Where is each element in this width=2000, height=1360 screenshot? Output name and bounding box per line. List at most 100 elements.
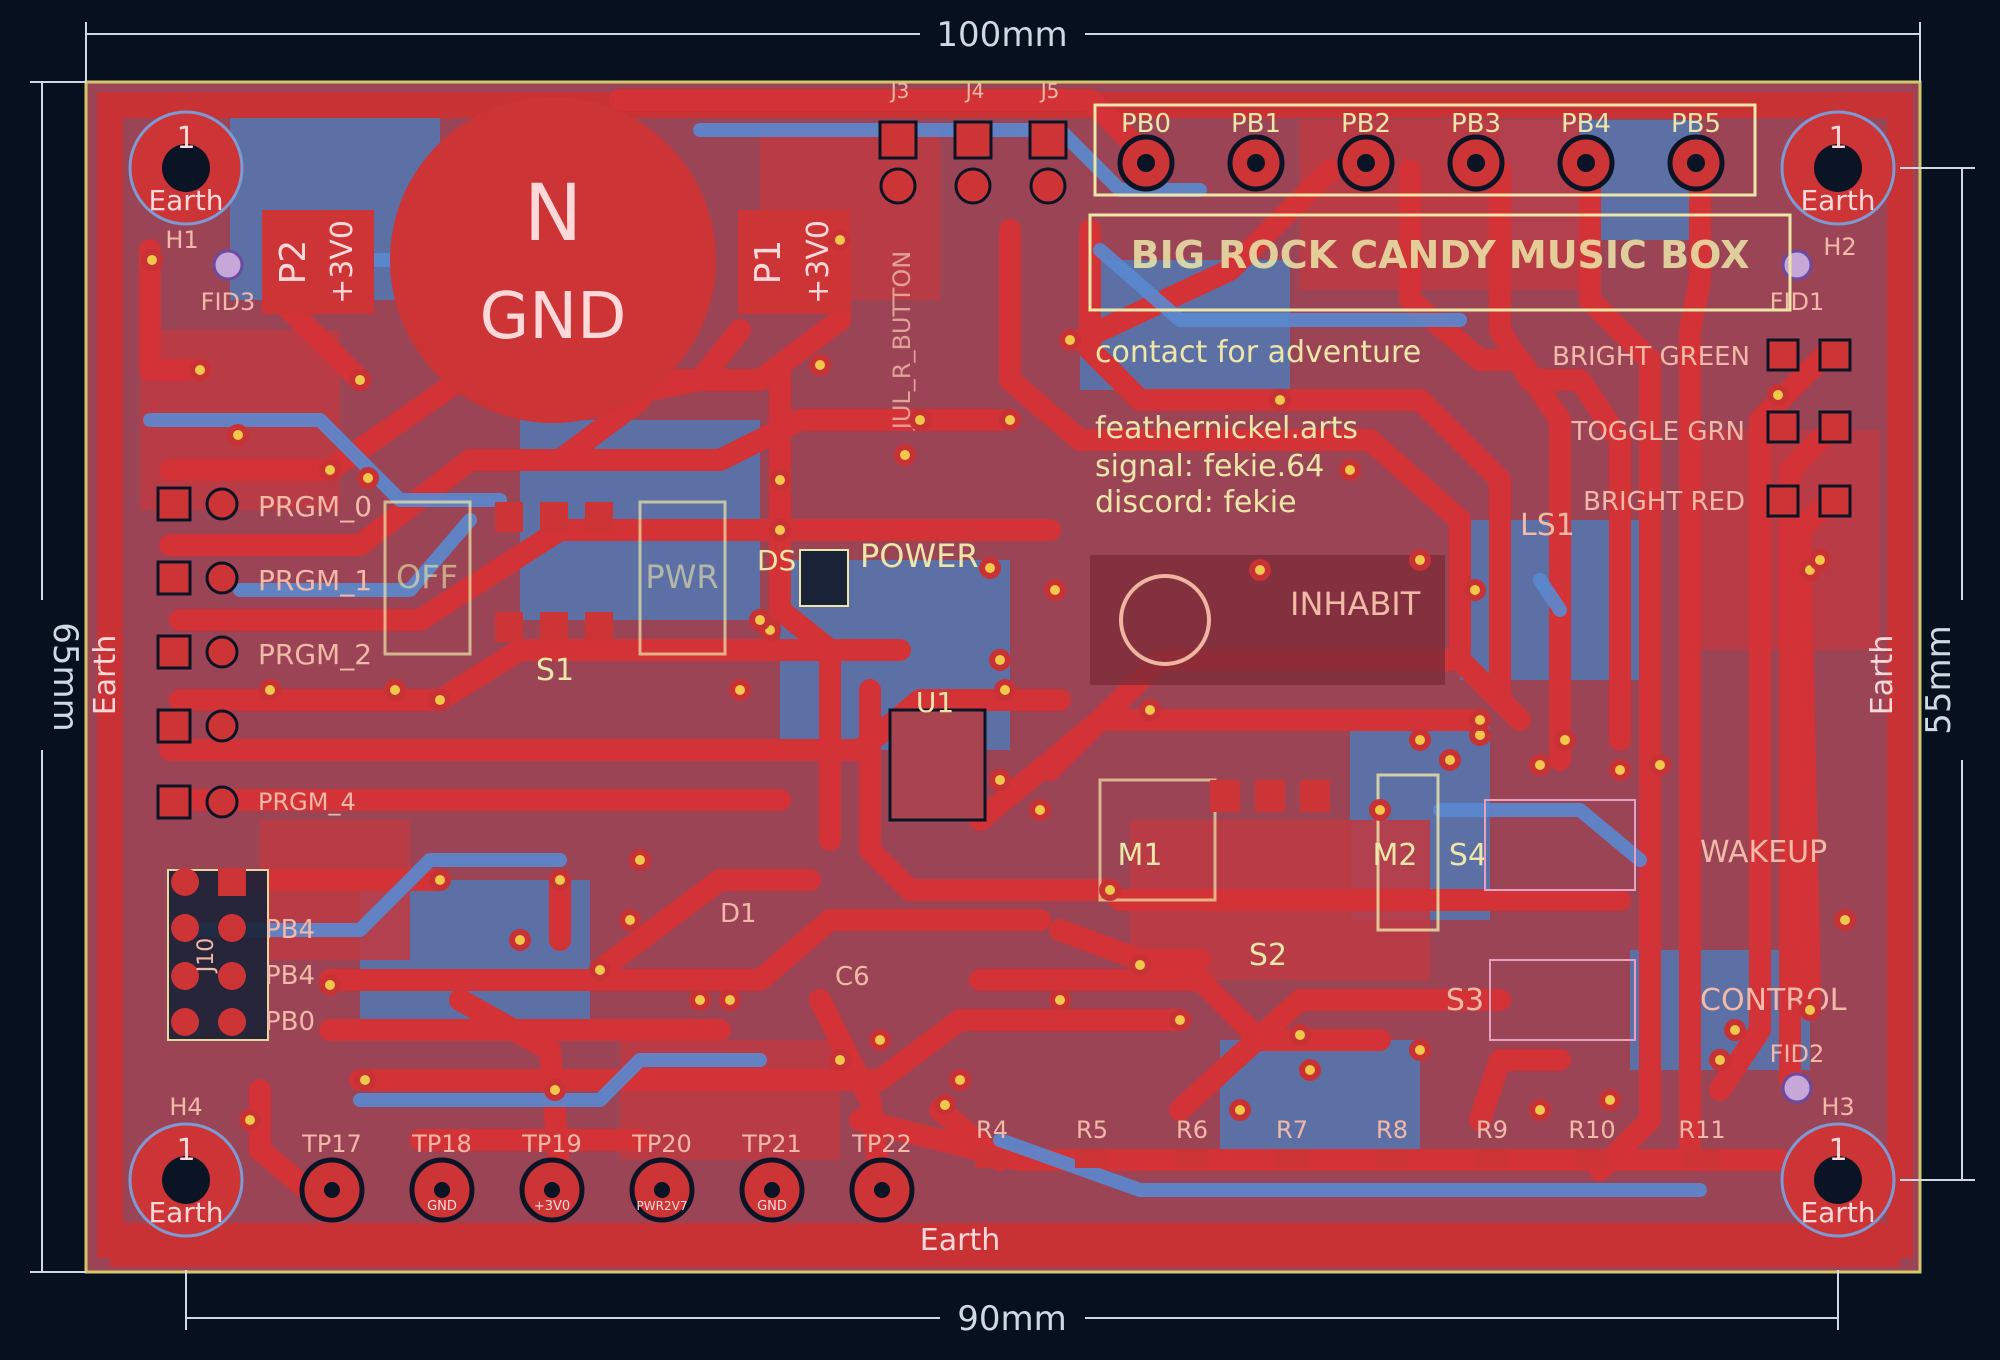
m2-label: M2 (1373, 838, 1418, 873)
p2-net-label: +3V0 (325, 220, 360, 304)
pb-pad: PB0 (1117, 109, 1175, 192)
resistor-row: R4 R5 R6 R7 R8 R9 R10 R11 (975, 1116, 1726, 1168)
prgm1-label: PRGM_1 (258, 564, 372, 597)
prgm-header: PRGM_0 PRGM_1 PRGM_2 PRGM_4 (156, 486, 372, 820)
dimension-bottom-label: 90mm (957, 1299, 1067, 1339)
fid2-label: FID2 (1770, 1040, 1825, 1068)
dimension-right-label: 55mm (1919, 625, 1959, 735)
tp18-net: GND (427, 1199, 457, 1214)
board-title: BIG ROCK CANDY MUSIC BOX (1131, 233, 1750, 277)
test-point: TP20 PWR2V7 (629, 1130, 695, 1223)
gnd-pad-net-label: N (524, 169, 582, 259)
s3-label: S3 (1446, 983, 1484, 1018)
tp20-label: TP20 (631, 1130, 692, 1158)
s2-label: S2 (1249, 938, 1287, 973)
h2-net-label: Earth (1800, 184, 1875, 217)
ds-label: DS (757, 544, 796, 577)
pb3-label: PB3 (1451, 109, 1501, 139)
h4-ref-label: H4 (169, 1093, 202, 1121)
toggle-grn-label: TOGGLE GRN (1571, 417, 1745, 447)
j3-label: J3 (889, 79, 910, 103)
dimension-left-label: 65mm (45, 622, 85, 732)
p2-ref-label: P2 (273, 240, 314, 285)
d1-label: D1 (720, 899, 757, 929)
test-point: TP19 +3V0 (519, 1130, 585, 1223)
wakeup-label: WAKEUP (1700, 835, 1827, 870)
ls1-label: LS1 (1520, 508, 1575, 543)
right-side-labels: BRIGHT GREEN TOGGLE GRN BRIGHT RED LS1 W… (1520, 338, 1852, 1018)
pb5-label: PB5 (1671, 109, 1721, 139)
contact-line-3: signal: fekie.64 (1095, 449, 1324, 484)
vias (141, 229, 1856, 1131)
mount-hole-h2: 1 Earth H2 (1780, 110, 1896, 261)
r11-label: R11 (1678, 1116, 1725, 1144)
pb4-label: PB4 (1561, 109, 1611, 139)
h4-net-label: Earth (148, 1196, 223, 1229)
mount-hole-h3: 1 Earth H3 (1780, 1093, 1896, 1238)
u1-chip: U1 (888, 686, 987, 822)
test-point: TP21 GND (739, 1130, 805, 1223)
c6-label: C6 (835, 962, 870, 992)
r4-label: R4 (976, 1116, 1008, 1144)
test-points: TP17 TP18 GND TP19 +3V0 TP20 PWR2V7 TP21… (299, 1130, 915, 1223)
h2-ref-label: H2 (1823, 233, 1856, 261)
m1-label: M1 (1118, 838, 1163, 873)
pb-header: PB0 PB1 PB2 PB3 PB4 PB5 (1093, 103, 1757, 197)
inhabit-label: INHABIT (1290, 585, 1421, 623)
test-point: TP17 (299, 1130, 365, 1223)
p1-net-label: +3V0 (801, 220, 836, 304)
pb-pad: PB1 (1227, 109, 1285, 192)
front-copper-traces (139, 89, 1841, 1211)
power-switch: OFF PWR S1 (383, 500, 727, 688)
mode-buttons: M1 S2 M2 S4 S3 (1098, 773, 1636, 1041)
pb1-label: PB1 (1231, 109, 1281, 139)
title-frame (1088, 213, 1792, 312)
tp17-label: TP17 (301, 1130, 362, 1158)
earth-left-label: Earth (88, 635, 123, 715)
r5-label: R5 (1076, 1116, 1108, 1144)
h3-pad-number: 1 (1828, 1133, 1847, 1168)
battery-gnd-pad: N GND (390, 97, 716, 423)
power-led: DS POWER (757, 537, 979, 607)
bright-red-label: BRIGHT RED (1583, 487, 1745, 517)
fid3-label: FID3 (201, 288, 256, 316)
h2-pad-number: 1 (1828, 121, 1847, 156)
tp19-label: TP19 (521, 1130, 582, 1158)
test-point: TP18 GND (409, 1130, 475, 1223)
battery-pad-p1: P1 +3V0 (738, 210, 850, 314)
prgm2-label: PRGM_2 (258, 638, 372, 671)
fiducial-fid2: FID2 (1770, 1040, 1825, 1104)
h1-pad-number: 1 (176, 121, 195, 156)
h4-pad-number: 1 (176, 1133, 195, 1168)
earth-bottom-label: Earth (920, 1223, 1000, 1258)
contact-line-2: feathernickel.arts (1095, 411, 1358, 446)
button-ref-label: JUL_R_BUTTON (888, 251, 916, 431)
dimension-bottom (185, 1270, 1839, 1330)
j4-label: J4 (964, 79, 985, 103)
contact-line-1: contact for adventure (1095, 335, 1421, 370)
tp20-net: PWR2V7 (637, 1199, 688, 1213)
fiducial-fid3: FID3 (201, 249, 256, 316)
tp18-label: TP18 (411, 1130, 472, 1158)
pb0-label: PB0 (1121, 109, 1171, 139)
tp19-net: +3V0 (534, 1199, 570, 1214)
r7-label: R7 (1276, 1116, 1308, 1144)
r10-label: R10 (1568, 1116, 1615, 1144)
dimension-left (30, 81, 86, 1273)
pb0-side-label: PB0 (265, 1007, 315, 1037)
contact-block: contact for adventure feathernickel.arts… (1095, 335, 1421, 520)
s1-label: S1 (536, 653, 574, 688)
dimension-top (85, 22, 1921, 82)
tp22-label: TP22 (851, 1130, 912, 1158)
power-label: POWER (860, 537, 979, 575)
tp21-label: TP21 (741, 1130, 802, 1158)
fid1-label: FID1 (1770, 288, 1825, 316)
dimension-top-label: 100mm (936, 15, 1067, 55)
pb-pad: PB4 (1557, 109, 1615, 192)
h1-net-label: Earth (148, 184, 223, 217)
r6-label: R6 (1176, 1116, 1208, 1144)
mount-hole-h1: 1 Earth H1 (128, 110, 244, 254)
j10-header: J10 PB4 PB4 PB0 (167, 868, 315, 1041)
s4-label: S4 (1449, 838, 1487, 873)
